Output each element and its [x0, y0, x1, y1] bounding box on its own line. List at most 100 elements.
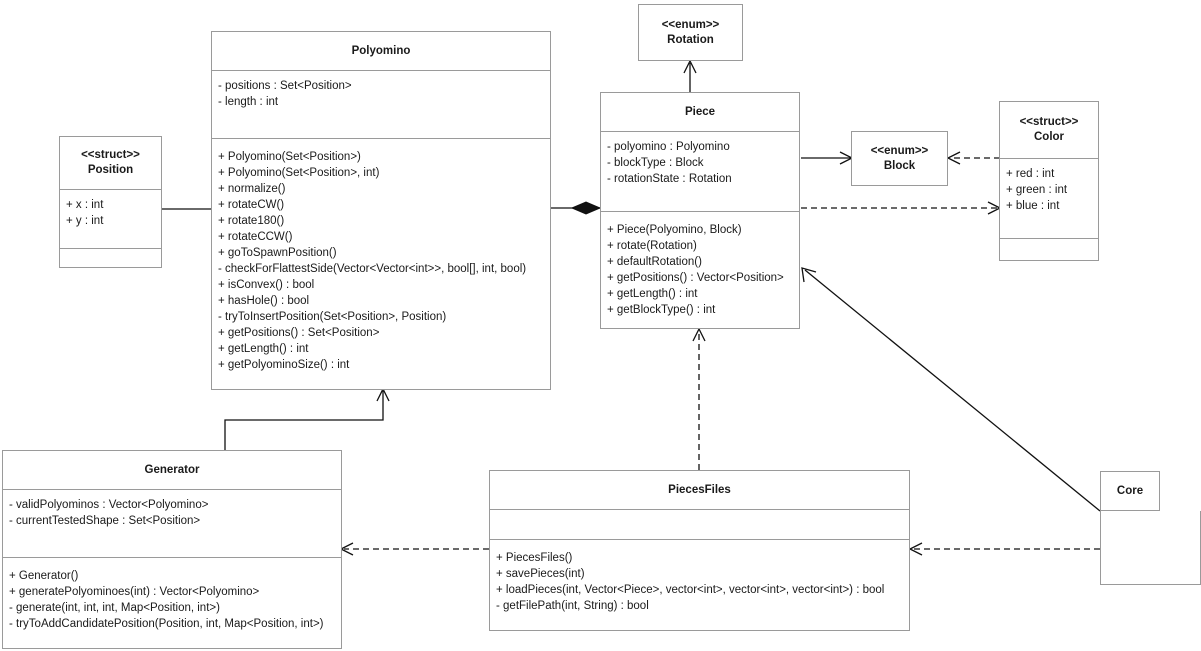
- class-box-color[interactable]: <<struct>> Color + red : int + green : i…: [999, 101, 1099, 261]
- class-box-piece[interactable]: Piece - polyomino : Polyomino - blockTyp…: [600, 92, 800, 329]
- arrowhead-piece-bottom: [692, 327, 706, 342]
- method: - generate(int, int, int, Map<Position, …: [9, 601, 220, 614]
- method: - checkForFlattestSide(Vector<Vector<int…: [218, 262, 527, 275]
- methods-position: [60, 249, 161, 267]
- class-name-block: Block: [883, 159, 916, 172]
- method: - tryToAddCandidatePosition(Position, in…: [9, 617, 324, 630]
- separator: [3, 489, 341, 490]
- attributes-generator: - validPolyominos : Vector<Polyomino> - …: [3, 490, 341, 557]
- class-box-piecesfiles[interactable]: PiecesFiles + PiecesFiles() + savePieces…: [489, 470, 910, 631]
- class-stereotype-color: <<struct>>: [1019, 116, 1079, 128]
- separator: [1000, 238, 1098, 239]
- arrowhead-polyomino-bottom: [376, 387, 390, 402]
- method: + getLength() : int: [218, 342, 309, 355]
- class-name-rotation: Rotation: [667, 33, 714, 46]
- attribute: - blockType : Block: [607, 157, 704, 169]
- method: + rotateCW(): [218, 198, 285, 211]
- separator: [212, 137, 550, 139]
- method: + rotate(Rotation): [607, 240, 697, 252]
- class-name-core: Core: [1116, 485, 1144, 497]
- methods-piecesfiles: + PiecesFiles() + savePieces(int) + load…: [490, 540, 909, 631]
- method: - getFilePath(int, String) : bool: [496, 599, 649, 612]
- method: + hasHole() : bool: [218, 294, 310, 307]
- class-title-polyomino: Polyomino: [212, 32, 550, 70]
- arrowhead-piece-right: [801, 267, 817, 283]
- class-box-generator[interactable]: Generator - validPolyominos : Vector<Pol…: [2, 450, 342, 649]
- class-box-rotation[interactable]: <<enum>> Rotation: [638, 4, 743, 61]
- class-body-core[interactable]: [1100, 511, 1201, 585]
- method: + getBlockType() : int: [607, 304, 716, 316]
- arrowhead-block-right: [946, 151, 961, 165]
- method: + Piece(Polyomino, Block): [607, 224, 742, 236]
- class-title-position: <<struct>> Position: [60, 137, 161, 189]
- attribute: - polyomino : Polyomino: [607, 141, 730, 153]
- class-stereotype-block: <<enum>>: [870, 144, 929, 157]
- attributes-piece: - polyomino : Polyomino - blockType : Bl…: [601, 132, 799, 211]
- class-box-block[interactable]: <<enum>> Block: [851, 131, 948, 186]
- class-stereotype-rotation: <<enum>>: [661, 18, 720, 31]
- separator: [60, 248, 161, 249]
- diamond-piece-left: [570, 201, 602, 215]
- arrowhead-rotation: [683, 59, 697, 74]
- attributes-position: + x : int + y : int: [60, 190, 161, 248]
- method: + Polyomino(Set<Position>): [218, 150, 361, 163]
- attribute: - length : int: [218, 96, 279, 108]
- class-name-color: Color: [1033, 131, 1065, 143]
- method: + getPositions() : Set<Position>: [218, 326, 380, 339]
- separator: [1000, 158, 1098, 159]
- class-name-position: Position: [87, 164, 134, 176]
- attribute: + y : int: [66, 215, 104, 227]
- method: + normalize(): [218, 182, 286, 195]
- class-title-block: <<enum>> Block: [852, 132, 947, 185]
- attributes-polyomino: - positions : Set<Position> - length : i…: [212, 71, 550, 138]
- class-title-rotation: <<enum>> Rotation: [639, 5, 742, 60]
- separator: [601, 131, 799, 132]
- method: + isConvex() : bool: [218, 278, 315, 291]
- separator: [212, 70, 550, 71]
- attribute: - rotationState : Rotation: [607, 173, 732, 185]
- attribute: + blue : int: [1006, 200, 1060, 212]
- class-name-generator: Generator: [144, 463, 200, 476]
- class-box-position[interactable]: <<struct>> Position + x : int + y : int: [59, 136, 162, 268]
- attributes-piecesfiles: [490, 510, 909, 539]
- class-box-polyomino[interactable]: Polyomino - positions : Set<Position> - …: [211, 31, 551, 390]
- attribute: + x : int: [66, 199, 104, 211]
- method: + Polyomino(Set<Position>, int): [218, 166, 380, 179]
- edge-generator-polyomino: [224, 391, 384, 450]
- attribute: - validPolyominos : Vector<Polyomino>: [9, 499, 209, 511]
- attribute: - positions : Set<Position>: [218, 80, 352, 92]
- class-name-polyomino: Polyomino: [351, 44, 411, 57]
- method: - tryToInsertPosition(Set<Position>, Pos…: [218, 310, 447, 323]
- attribute: + green : int: [1006, 184, 1068, 196]
- class-title-piece: Piece: [601, 93, 799, 131]
- method: + savePieces(int): [496, 567, 585, 580]
- class-stereotype-position: <<struct>>: [81, 149, 140, 161]
- method: + getPolyominoSize() : int: [218, 358, 350, 371]
- class-title-core[interactable]: Core: [1100, 471, 1160, 511]
- method: + generatePolyominoes(int) : Vector<Poly…: [9, 585, 260, 598]
- attributes-color: + red : int + green : int + blue : int: [1000, 159, 1098, 238]
- class-title-generator: Generator: [3, 451, 341, 489]
- separator: [490, 509, 909, 510]
- method: + PiecesFiles(): [496, 551, 573, 564]
- method: + rotateCCW(): [218, 230, 293, 243]
- class-name-piecesfiles: PiecesFiles: [668, 483, 731, 496]
- methods-generator: + Generator() + generatePolyominoes(int)…: [3, 558, 341, 649]
- class-title-piecesfiles: PiecesFiles: [490, 471, 909, 509]
- method: + defaultRotation(): [607, 256, 702, 268]
- separator: [490, 538, 909, 540]
- arrowhead-generator-right: [339, 542, 354, 556]
- method: + goToSpawnPosition(): [218, 246, 337, 259]
- attribute: + red : int: [1006, 168, 1055, 180]
- methods-piece: + Piece(Polyomino, Block) + rotate(Rotat…: [601, 212, 799, 328]
- method: + Generator(): [9, 569, 79, 582]
- method: + getLength() : int: [607, 288, 698, 300]
- method: + rotate180(): [218, 214, 285, 227]
- arrowhead-piecesfiles-right: [908, 542, 923, 556]
- method: + loadPieces(int, Vector<Piece>, vector<…: [496, 583, 885, 596]
- separator: [60, 189, 161, 190]
- class-name-piece: Piece: [684, 105, 716, 118]
- methods-color: [1000, 239, 1098, 260]
- method: + getPositions() : Vector<Position>: [607, 272, 784, 284]
